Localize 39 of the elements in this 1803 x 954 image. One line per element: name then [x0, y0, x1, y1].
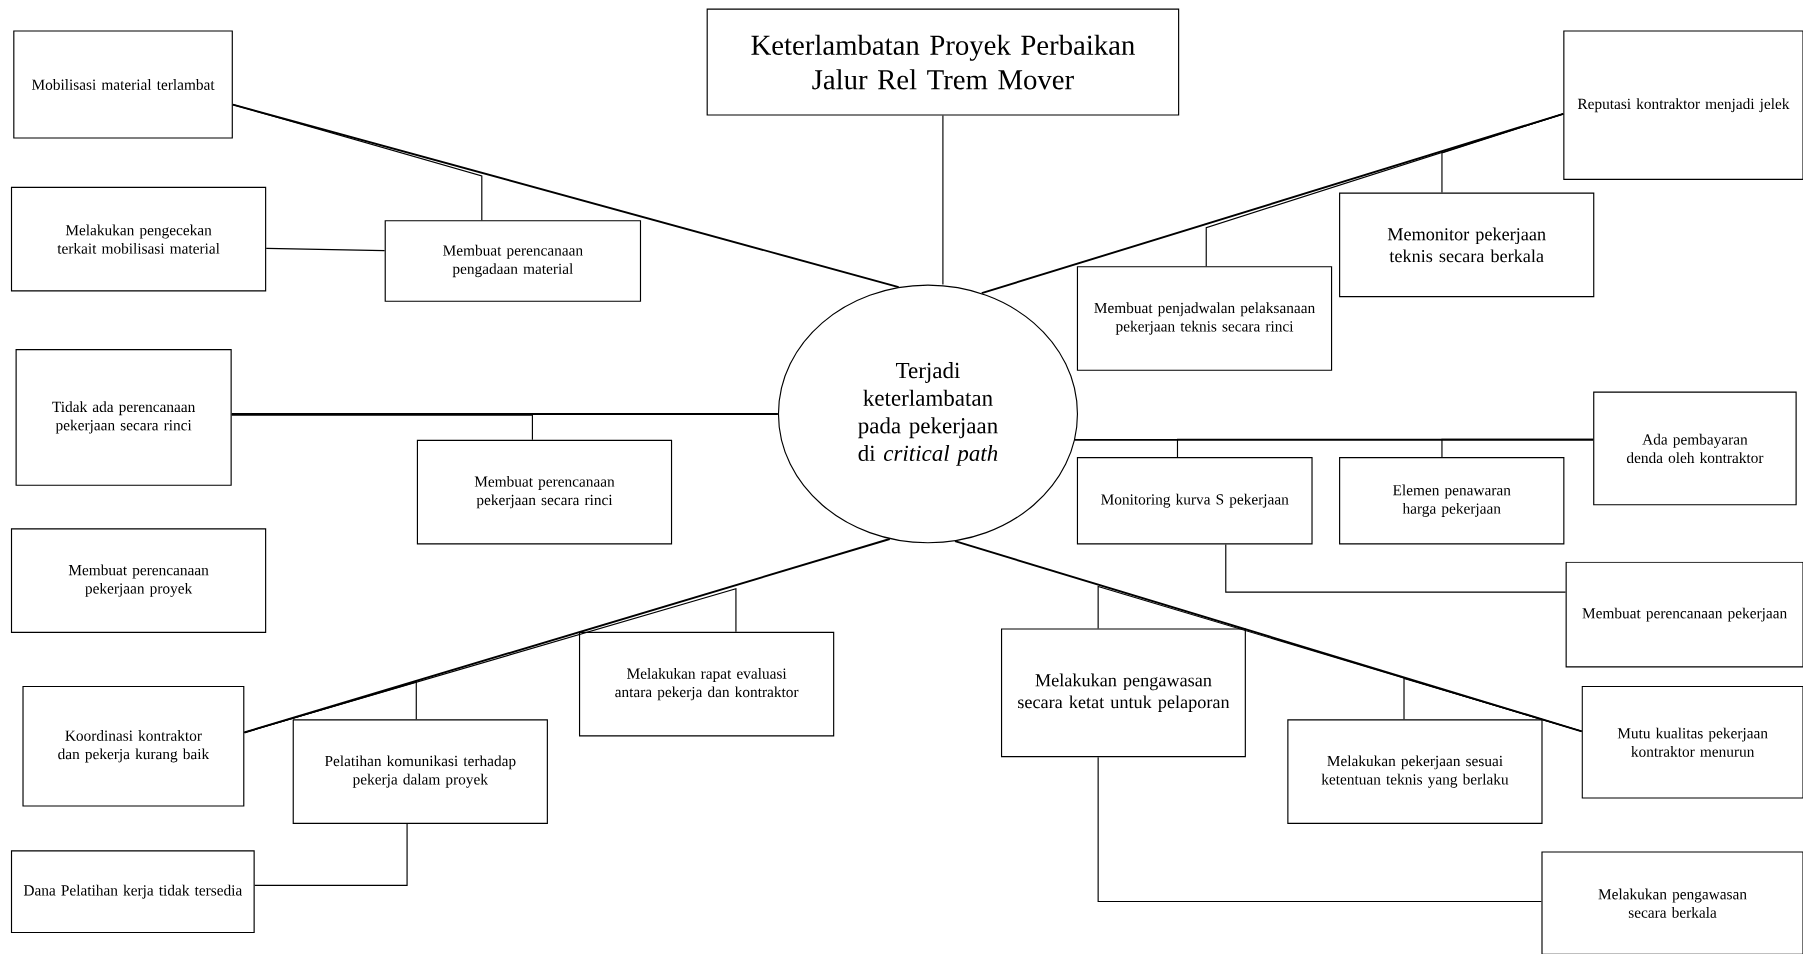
text-box: Memonitor pekerjaan teknis secara berkala: [1339, 192, 1595, 298]
text-box: Elemen penawaran harga pekerjaan: [1339, 456, 1565, 545]
text-box: Koordinasi kontraktor dan pekerja kurang baik: [22, 685, 245, 807]
text-box: Membuat penjadwalan pelaksanaan pekerjaan teknis secara rinci: [1076, 266, 1333, 371]
text-box: Membuat perencanaan pekerjaan secara rinci: [416, 439, 673, 545]
connector-line: [243, 587, 737, 733]
connector-line: [1205, 113, 1564, 267]
connector-line: [254, 823, 408, 886]
connector-line: [1403, 677, 1583, 732]
connector-line: [1074, 438, 1595, 441]
connector-line: [1097, 756, 1542, 902]
text-box: Membuat perencanaan pekerjaan: [1565, 561, 1803, 668]
text-box: Melakukan pengawasan secara ketat untuk pelaporan: [1001, 628, 1246, 757]
text-box: Membuat perencanaan pengadaan material: [384, 220, 642, 302]
text-box: Mutu kualitas pekerjaan kontraktor menurun: [1581, 685, 1803, 799]
text-box: Pelatihan komunikasi terhadap pekerja dalam proyek: [292, 719, 548, 824]
title-box: Keterlambatan Proyek Perbaikan Jalur Rel Trem Mover: [706, 8, 1180, 116]
connector-line: [1225, 543, 1567, 593]
connector-line: [231, 414, 533, 441]
connector-line: [980, 112, 1565, 294]
text-box: Monitoring kurva S pekerjaan: [1076, 456, 1313, 545]
text-box: Ada pembayaran denda oleh kontraktor: [1593, 391, 1797, 506]
text-box: Dana Pelatihan kerja tidak tersedia: [10, 850, 255, 933]
connector-line: [232, 103, 483, 221]
connector-line: [230, 412, 779, 415]
text-box: Melakukan pengawasan secara berkala: [1541, 851, 1803, 954]
connector-line: [265, 247, 386, 252]
connector-line: [243, 537, 891, 734]
text-box: Membuat perencanaan pekerjaan proyek: [10, 528, 267, 633]
connector-line: [231, 103, 900, 288]
connector-line: [942, 114, 944, 285]
connector-line: [954, 540, 1583, 733]
text-box: Melakukan pengecekan terkait mobilisasi material: [10, 186, 267, 292]
text-box: Melakukan pekerjaan sesuai ketentuan teknis yang berlaku: [1287, 719, 1543, 824]
text-box: Reputasi kontraktor menjadi jelek: [1563, 30, 1803, 180]
connector-line: [1441, 438, 1594, 458]
text-box: Melakukan rapat evaluasi antara pekerja dan kontraktor: [578, 631, 835, 737]
text-box: Tidak ada perencanaan pekerjaan secara rinci: [15, 348, 232, 486]
text-box: Mobilisasi material terlambat: [13, 30, 233, 139]
